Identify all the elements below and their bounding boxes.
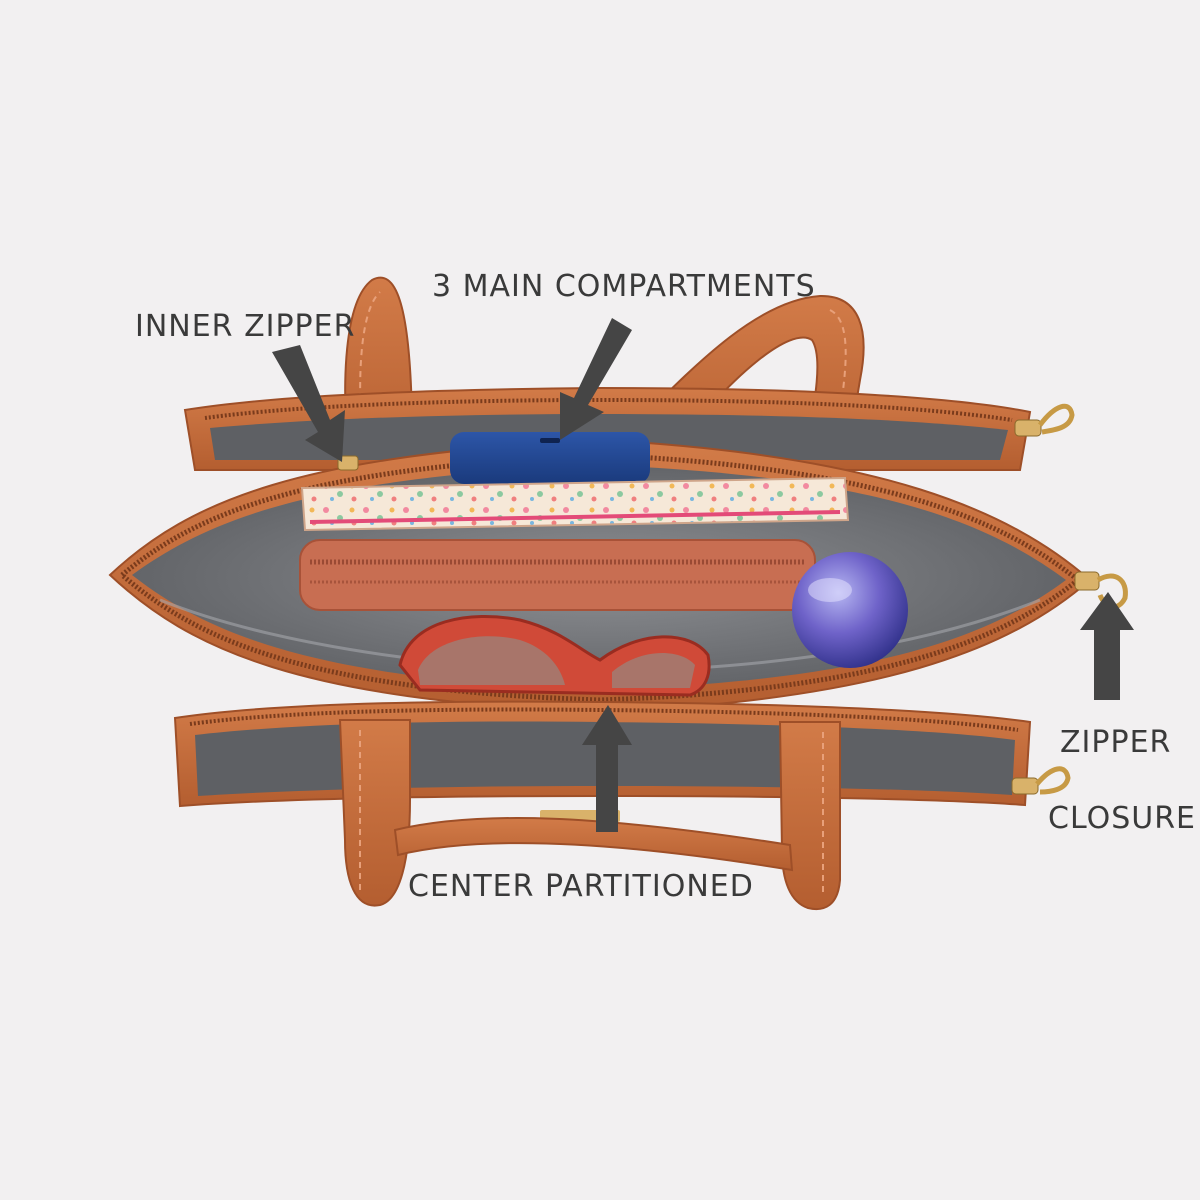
wallet [299, 539, 816, 611]
arrow-compartments-icon [560, 318, 632, 440]
label-center-partitioned: CENTER PARTITIONED [408, 869, 754, 904]
arrow-center-partitioned-icon [582, 705, 632, 832]
label-inner-zipper: INNER ZIPPER [135, 309, 356, 344]
zipper-pull-front [1011, 766, 1071, 795]
compact-mirror [792, 552, 908, 668]
phone [450, 432, 650, 484]
label-zipper: ZIPPER [1060, 725, 1172, 760]
zipper-pull-inner [337, 455, 359, 471]
sunglasses [398, 614, 711, 697]
label-main-compartments: 3 MAIN COMPARTMENTS [432, 269, 816, 304]
zipper-pull-back [1014, 403, 1075, 437]
floral-notebook [300, 476, 850, 532]
arrow-inner-zipper-icon [272, 345, 345, 462]
arrow-zipper-closure-icon [1080, 592, 1134, 700]
front-handles [338, 719, 841, 910]
zipper-pull-main [1074, 571, 1128, 610]
label-closure: CLOSURE [1048, 801, 1197, 836]
